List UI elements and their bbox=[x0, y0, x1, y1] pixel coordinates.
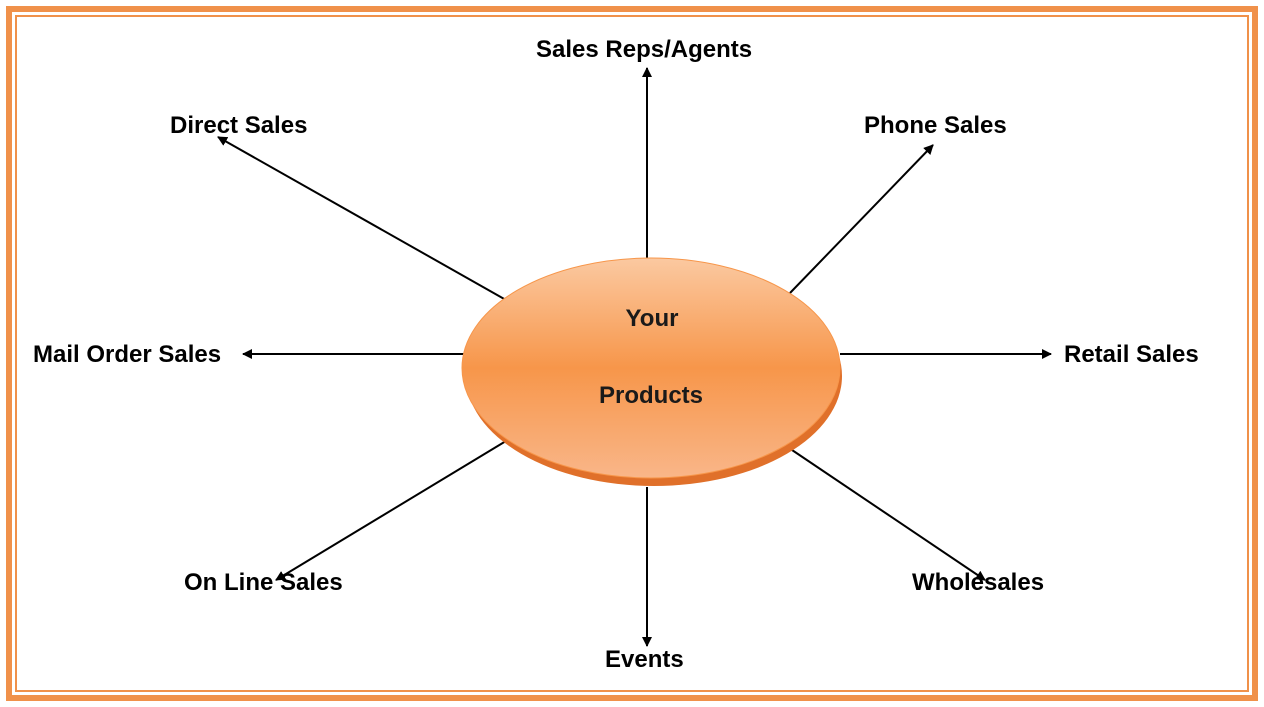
outer-border-frame bbox=[6, 6, 1258, 701]
label-events: Events bbox=[605, 646, 684, 673]
arrows-group bbox=[217, 67, 1052, 647]
label-mail-order-sales: Mail Order Sales bbox=[33, 341, 222, 368]
label-wholesales: Wholesales bbox=[912, 569, 1045, 596]
arrow-online-sales bbox=[275, 440, 507, 581]
label-sales-reps: Sales Reps/Agents bbox=[536, 36, 753, 63]
label-direct-sales: Direct Sales bbox=[170, 112, 308, 139]
center-label-line1: Your bbox=[625, 305, 679, 332]
products-ellipse bbox=[461, 257, 842, 486]
inner-border-frame bbox=[15, 15, 1249, 692]
arrow-phone-sales bbox=[789, 144, 934, 294]
label-online-sales: On Line Sales bbox=[184, 569, 343, 596]
center-label-line2: Products bbox=[598, 382, 704, 409]
arrow-direct-sales bbox=[217, 136, 507, 301]
label-retail-sales: Retail Sales bbox=[1064, 341, 1199, 368]
arrow-wholesales bbox=[791, 449, 986, 581]
label-phone-sales: Phone Sales bbox=[864, 112, 1007, 139]
